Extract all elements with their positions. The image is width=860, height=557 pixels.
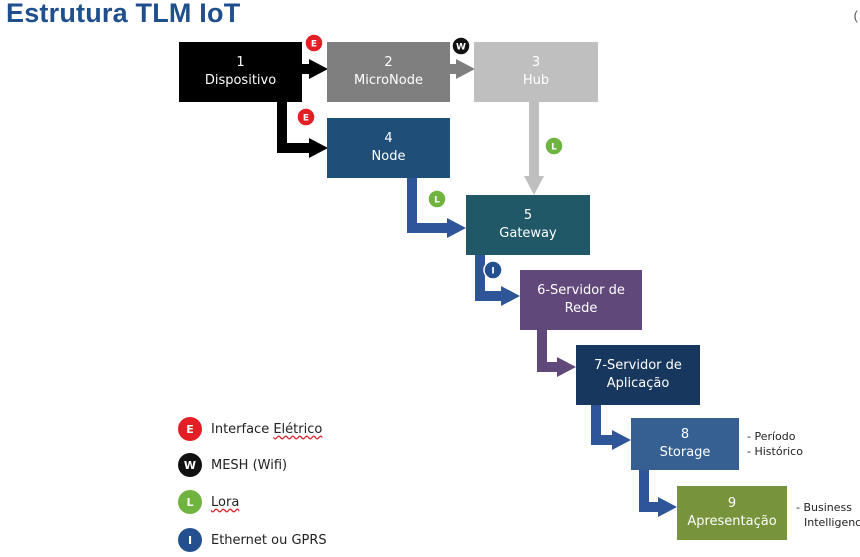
node-number: 9 <box>727 496 737 512</box>
node-label-line-2: Aplicação <box>606 376 670 391</box>
node-label: Gateway <box>499 226 557 241</box>
connection-badge-e-icon: E <box>304 33 324 53</box>
legend-badge-w-icon: W <box>178 453 202 477</box>
node-number: 4 <box>384 131 393 147</box>
connection-badge-w-icon: W <box>451 36 471 56</box>
node-label: MicroNode <box>354 73 423 88</box>
node-number: 3 <box>531 55 541 71</box>
connection-badge-letter: I <box>491 267 494 277</box>
legend-label: MESH (Wifi) <box>211 457 288 473</box>
node-box-servidor-aplicacao: 7-Servidor de Aplicação <box>576 345 700 405</box>
node-label: Node <box>371 149 406 164</box>
arrow-micronode-to-hub <box>450 59 475 79</box>
node-number: 5 <box>523 208 533 224</box>
note-storage: - Período- Histórico <box>747 430 803 460</box>
node-box-servidor-rede: 6-Servidor de Rede <box>520 270 642 330</box>
node-number: 2 <box>384 55 393 71</box>
node-label-line-1: 6-Servidor de <box>537 283 625 299</box>
arrow-hub-to-gateway <box>524 102 544 195</box>
node-label: Dispositivo <box>204 73 277 88</box>
legend-item-i: I Ethernet ou GPRS <box>178 527 327 553</box>
connection-badge-letter: L <box>551 143 557 153</box>
connection-badge-l-icon: L <box>427 189 447 209</box>
node-number: 8 <box>680 427 690 443</box>
connection-badge-letter: L <box>434 196 440 206</box>
note-line: - Histórico <box>747 444 803 458</box>
legend-item-w: W MESH (Wifi) <box>178 452 287 478</box>
note-apresentacao: - BusinessIntelligence <box>796 501 860 531</box>
node-label-line-2: Rede <box>564 301 598 316</box>
connection-badge-e-icon: E <box>296 107 316 127</box>
legend-item-l: L Lora <box>178 489 239 515</box>
note-line: - Business <box>796 501 852 514</box>
legend-badge-e-icon: E <box>178 417 202 441</box>
connection-badge-letter: W <box>456 43 466 53</box>
legend-label: Lora <box>211 494 240 510</box>
corner-mark: ( <box>853 8 858 23</box>
note-line: Intelligence <box>804 515 860 529</box>
node-number: 1 <box>236 55 245 71</box>
arrow-dispositivo-to-micronode <box>302 59 328 79</box>
node-label: Apresentação <box>687 514 777 529</box>
arrow-servidor-aplicacao-to-storage <box>591 405 631 450</box>
legend-label: Ethernet ou GPRS <box>211 532 327 548</box>
connection-badge-i-icon: I <box>483 260 503 280</box>
node-label-line-1: 7-Servidor de <box>594 358 682 374</box>
arrow-gateway-to-servidor-rede <box>475 255 520 306</box>
note-line: - Período <box>747 430 796 443</box>
arrow-storage-to-apresentacao <box>639 470 677 517</box>
legend-label: Interface Elétrico <box>211 421 323 437</box>
legend-badge-l-icon: L <box>178 490 202 514</box>
connection-badge-l-icon: L <box>544 136 564 156</box>
legend-item-e: E Interface Elétrico <box>178 416 322 442</box>
node-label: Storage <box>659 445 711 460</box>
legend-badge-i-icon: I <box>178 528 202 552</box>
connection-badge-letter: E <box>311 40 317 50</box>
arrow-dispositivo-to-node <box>277 102 328 158</box>
arrow-node-to-gateway <box>407 178 466 238</box>
node-label: Hub <box>522 73 550 88</box>
page-title: Estrutura TLM IoT <box>6 0 241 28</box>
arrow-servidor-rede-to-servidor-aplicacao <box>537 330 576 377</box>
connection-badge-letter: E <box>303 114 309 124</box>
